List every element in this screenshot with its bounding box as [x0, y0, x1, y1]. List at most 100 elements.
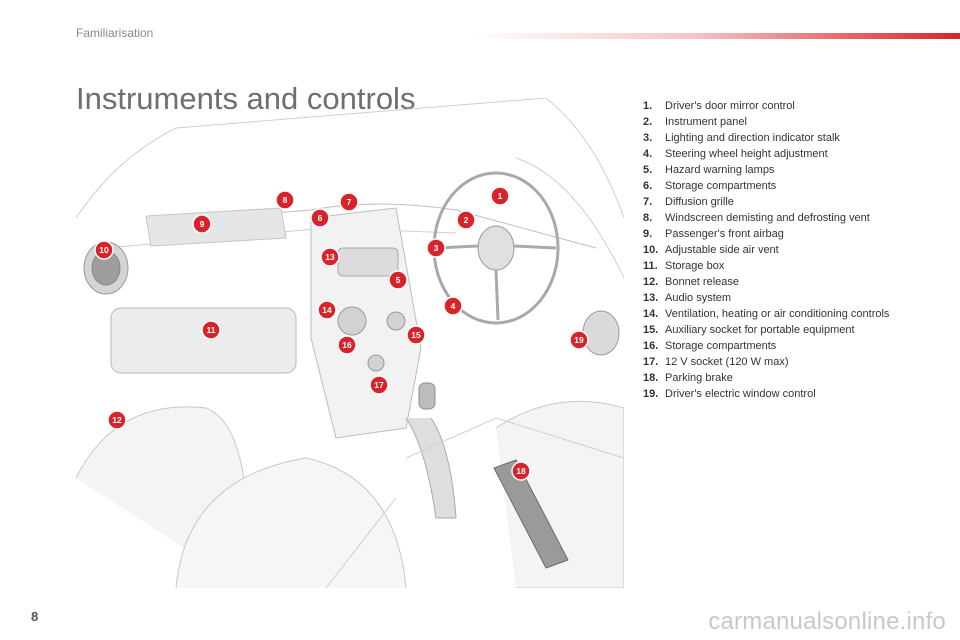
legend-item: 10. Adjustable side air vent: [643, 242, 943, 258]
legend-number: 2.: [643, 116, 653, 128]
legend-number: 5.: [643, 164, 653, 176]
watermark: carmanualsonline.info: [708, 608, 946, 635]
callout-11: 11: [201, 320, 221, 340]
legend-number: 11.: [643, 260, 658, 272]
callout-18-label: 18: [516, 466, 526, 476]
section-label: Familiarisation: [76, 26, 154, 40]
legend-text: Audio system: [665, 292, 732, 304]
callout-12: 12: [107, 410, 127, 430]
legend-number: 9.: [643, 228, 653, 240]
callout-3: 3: [426, 238, 446, 258]
legend-text: Parking brake: [665, 372, 733, 384]
legend-text: Driver's door mirror control: [665, 100, 795, 112]
callout-4-label: 4: [451, 301, 456, 311]
legend-number: 10.: [643, 244, 659, 256]
legend-item: 7. Diffusion grille: [643, 194, 943, 210]
legend-item: 17. 12 V socket (120 W max): [643, 354, 943, 370]
legend-text: Storage compartments: [665, 180, 777, 192]
legend-text: Storage box: [665, 260, 725, 272]
callout-13: 13: [320, 247, 340, 267]
legend-text: Hazard warning lamps: [665, 164, 775, 176]
callout-17: 17: [369, 375, 389, 395]
legend-number: 15.: [643, 324, 659, 336]
callout-6: 6: [310, 208, 330, 228]
legend-number: 16.: [643, 340, 659, 352]
legend-text: Instrument panel: [665, 116, 747, 128]
legend-number: 17.: [643, 356, 659, 368]
callout-8: 8: [275, 190, 295, 210]
legend-text: Bonnet release: [665, 276, 739, 288]
callout-16: 16: [337, 335, 357, 355]
legend-item: 6. Storage compartments: [643, 178, 943, 194]
page-title: Instruments and controls: [76, 80, 416, 116]
legend-item: 4. Steering wheel height adjustment: [643, 146, 943, 162]
callout-14-label: 14: [322, 305, 332, 315]
legend-text: 12 V socket (120 W max): [665, 356, 789, 368]
legend-number: 18.: [643, 372, 659, 384]
legend-number: 4.: [643, 148, 653, 160]
callout-7: 7: [339, 192, 359, 212]
callout-15: 15: [406, 325, 426, 345]
legend-number: 19.: [643, 388, 659, 400]
legend-number: 1.: [643, 100, 653, 112]
callout-6-label: 6: [318, 213, 323, 223]
legend-number: 7.: [643, 196, 653, 208]
dashboard-illustration: 1 2 3 4 5 6 7 8 9 10 11 12 13 14 15 16 1…: [76, 98, 624, 588]
legend-item: 5. Hazard warning lamps: [643, 162, 943, 178]
callout-2: 2: [456, 210, 476, 230]
legend-item: 8. Windscreen demisting and defrosting ve…: [643, 210, 943, 226]
legend-text: Auxiliary socket for portable equipment: [665, 324, 855, 336]
legend-item: 13. Audio system: [643, 290, 943, 306]
callout-8-label: 8: [283, 195, 288, 205]
legend-item: 19. Driver's electric window control: [643, 386, 943, 402]
legend-item: 16. Storage compartments: [643, 338, 943, 354]
legend-text: Driver's electric window control: [665, 388, 816, 400]
legend-item: 2. Instrument panel: [643, 114, 943, 130]
callout-1-label: 1: [498, 191, 503, 201]
legend-text: Storage compartments: [665, 340, 777, 352]
callout-12-label: 12: [112, 415, 122, 425]
callout-19: 19: [569, 330, 589, 350]
callout-11-label: 11: [207, 325, 216, 335]
callout-7-label: 7: [347, 197, 352, 207]
legend-text: Adjustable side air vent: [665, 244, 779, 256]
legend-item: 18. Parking brake: [643, 370, 943, 386]
callout-5: 5: [388, 270, 408, 290]
legend-item: 11. Storage box: [643, 258, 943, 274]
legend-number: 6.: [643, 180, 653, 192]
callout-19-label: 19: [574, 335, 584, 345]
legend-number: 8.: [643, 212, 653, 224]
callout-9-label: 9: [200, 219, 205, 229]
callout-5-label: 5: [396, 275, 401, 285]
callout-16-label: 16: [342, 340, 352, 350]
callout-13-label: 13: [325, 252, 335, 262]
page-number: 8: [31, 609, 39, 624]
legend-text: Windscreen demisting and defrosting vent: [665, 212, 870, 224]
callout-1: 1: [490, 186, 510, 206]
legend-number: 14.: [643, 308, 659, 320]
legend-text: Ventilation, heating or air conditioning…: [665, 308, 890, 320]
callout-17-label: 17: [374, 380, 384, 390]
header-accent-bar: [470, 33, 960, 39]
legend-text: Passenger's front airbag: [665, 228, 784, 240]
callout-3-label: 3: [434, 243, 439, 253]
legend-item: 15. Auxiliary socket for portable equipme…: [643, 322, 943, 338]
legend-item: 3. Lighting and direction indicator stalk: [643, 130, 943, 146]
legend-item: 9. Passenger's front airbag: [643, 226, 943, 242]
legend-number: 3.: [643, 132, 653, 144]
legend-item: 12. Bonnet release: [643, 274, 943, 290]
legend-text: Diffusion grille: [665, 196, 734, 208]
legend-item: 14. Ventilation, heating or air condition…: [643, 306, 943, 322]
callout-10-label: 10: [99, 245, 109, 255]
legend-text: Steering wheel height adjustment: [665, 148, 828, 160]
callout-15-label: 15: [411, 330, 421, 340]
controls-legend: 1. Driver's door mirror control 2. Instrum…: [643, 98, 943, 402]
legend-item: 1. Driver's door mirror control: [643, 98, 943, 114]
callout-14: 14: [317, 300, 337, 320]
callout-4: 4: [443, 296, 463, 316]
callout-9: 9: [192, 214, 212, 234]
legend-number: 13.: [643, 292, 659, 304]
legend-text: Lighting and direction indicator stalk: [665, 132, 840, 144]
callout-10: 10: [94, 240, 114, 260]
legend-number: 12.: [643, 276, 659, 288]
